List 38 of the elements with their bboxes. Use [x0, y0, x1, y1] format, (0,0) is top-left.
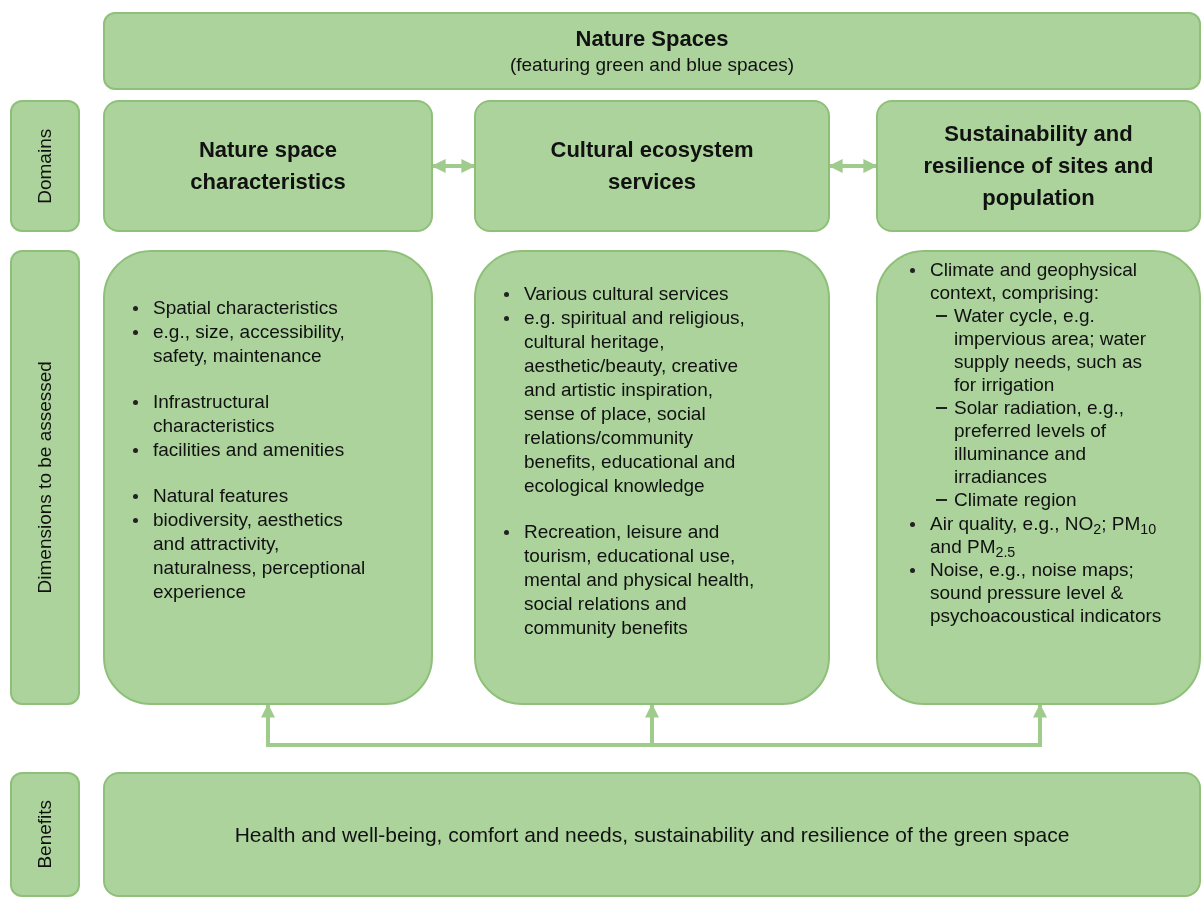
domain-box [103, 100, 433, 232]
arrow [645, 703, 659, 747]
list-item: facilities and amenities [153, 438, 345, 462]
domain-title: Nature space characteristics [189, 136, 347, 196]
row-label: Domains [32, 128, 56, 204]
arrow [654, 703, 1047, 747]
list-item: Natural features [153, 484, 289, 508]
benefits-box [103, 772, 1201, 897]
dimension-box [103, 250, 433, 705]
domain-title: Cultural ecosystem services [549, 136, 755, 196]
list-item: Climate region [954, 488, 1077, 512]
arrow [431, 159, 476, 173]
header-title: Nature Spaces [575, 25, 729, 53]
benefits-text: Health and well-being, comfort and needs, sustainability and resilience of the green space [234, 821, 1070, 848]
domain-box [876, 100, 1201, 232]
domain-title: Sustainability and resilience of sites and population [922, 120, 1155, 212]
list-item: Water cycle, e.g. impervious area; water supply needs, such as for irrigation [954, 304, 1148, 396]
list-item: e.g. spiritual and religious, cultural heritage, aesthetic/beauty, creative and artistic inspiration, sense of place, social relations/community benefits, educational and ecological knowledge [524, 306, 746, 498]
row-label-tab [10, 772, 80, 897]
header-subtitle: (featuring green and blue spaces) [509, 53, 795, 77]
dimension-box [474, 250, 830, 705]
row-label-tab [10, 250, 80, 705]
list-item: Recreation, leisure and tourism, educational use, mental and physical health, social relations and community benefits [524, 520, 756, 640]
list-item: Air quality, e.g., NO$_{2}$; PM$_{10}$ and PM$_{2.5}$ [930, 512, 1158, 558]
list-item: Climate and geophysical context, comprising: [930, 258, 1138, 304]
list-item: biodiversity, aesthetics and attractivity, naturalness, perceptional experience [153, 508, 367, 604]
list-item: Noise, e.g., noise maps; sound pressure level & psychoacoustical indicators [930, 558, 1163, 627]
list-item: Spatial characteristics [153, 296, 338, 320]
arrow [828, 159, 878, 173]
domain-box [474, 100, 830, 232]
dimension-box [876, 250, 1201, 705]
row-label: Dimensions to be assessed [32, 361, 56, 594]
list-item: Various cultural services [524, 282, 729, 306]
row-label: Benefits [32, 800, 56, 869]
list-item: e.g., size, accessibility, safety, maintenance [153, 320, 346, 368]
list-item: Solar radiation, e.g., preferred levels of illuminance and irradiances [954, 396, 1126, 488]
row-label-tab [10, 100, 80, 232]
header-box [103, 12, 1201, 90]
